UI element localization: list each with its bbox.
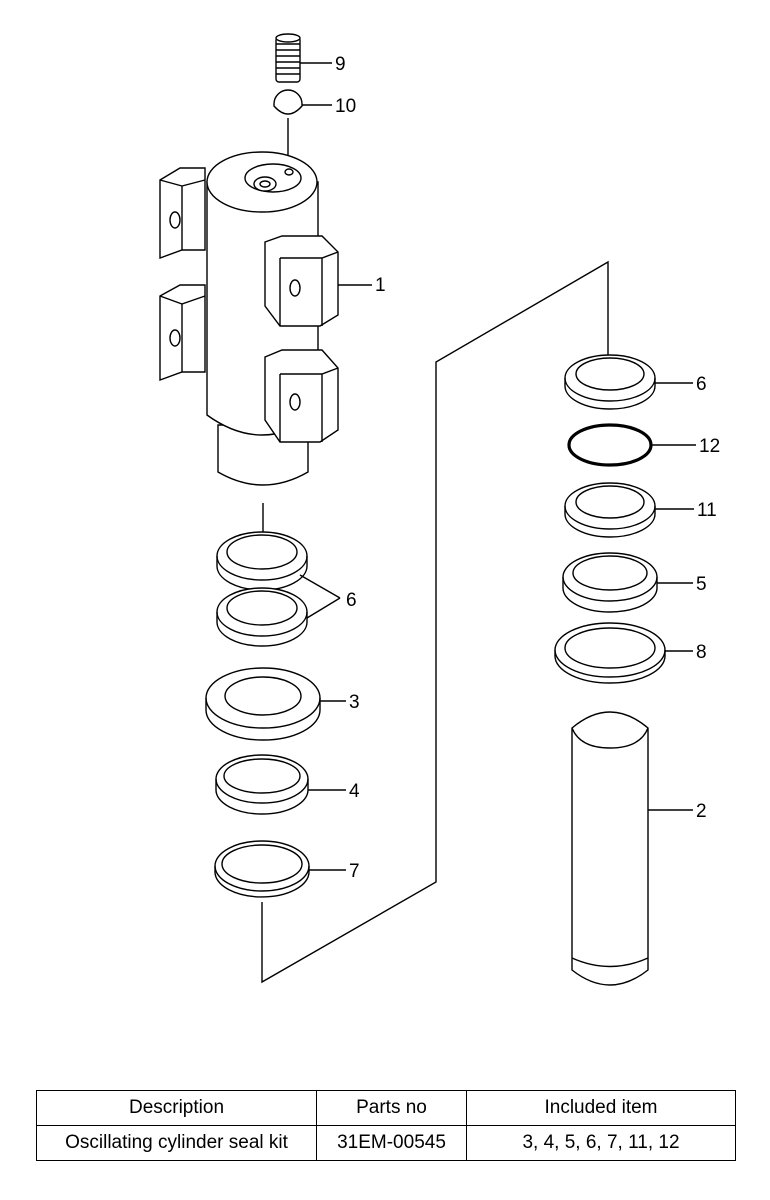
col-header-included-item: Included item	[466, 1090, 736, 1126]
part-5-ring	[562, 552, 658, 613]
callout-11: 11	[697, 500, 717, 521]
part-2-pin	[571, 711, 649, 986]
part-6-right-ring	[564, 354, 656, 410]
seal-kit-table: Description Parts no Included item Oscil…	[36, 1090, 736, 1161]
part-7-ring	[214, 840, 310, 898]
cell-included-item: 3, 4, 5, 6, 7, 11, 12	[466, 1125, 736, 1161]
col-header-description: Description	[36, 1090, 317, 1126]
callout-10: 10	[335, 96, 356, 117]
part-8-ring	[554, 622, 666, 684]
part-6-left-upper-ring	[216, 531, 308, 591]
part-10-ball	[273, 89, 303, 115]
part-6-left-lower-ring	[216, 587, 308, 647]
callout-8: 8	[696, 642, 707, 663]
cell-parts-no: 31EM-00545	[316, 1125, 467, 1161]
table-header-row: Description Parts no Included item	[36, 1090, 736, 1126]
part-12-o-ring	[567, 423, 653, 467]
leader-6-left	[299, 574, 341, 619]
part-4-ring	[215, 754, 309, 815]
cell-description: Oscillating cylinder seal kit	[36, 1125, 317, 1161]
part-1-cylinder-body	[159, 151, 339, 486]
callout-2: 2	[696, 801, 707, 822]
col-header-parts-no: Parts no	[316, 1090, 467, 1126]
callout-1: 1	[375, 275, 386, 296]
callout-7: 7	[349, 861, 360, 882]
callout-12: 12	[699, 436, 720, 457]
callout-3: 3	[349, 692, 360, 713]
parts-exploded-diagram: 9 10 1	[159, 33, 720, 986]
part-3-ring	[205, 667, 321, 741]
callout-6-right: 6	[696, 374, 707, 395]
callout-6-left: 6	[346, 590, 357, 611]
part-9-spring	[275, 33, 301, 83]
callout-5: 5	[696, 574, 707, 595]
part-11-ring	[564, 482, 656, 538]
assembly-path-line	[261, 260, 609, 984]
callout-9: 9	[335, 54, 346, 75]
table-row: Oscillating cylinder seal kit 31EM-00545…	[36, 1125, 736, 1161]
callout-4: 4	[349, 781, 360, 802]
